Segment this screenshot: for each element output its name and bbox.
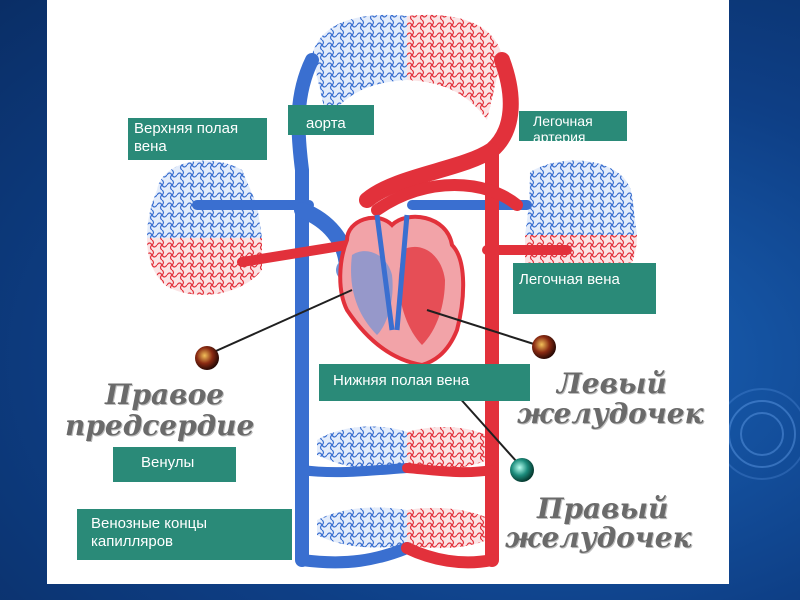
left-ventricle-pin bbox=[532, 335, 556, 359]
left-ventricle-label-2: желудочек bbox=[517, 400, 704, 428]
right-ventricle-line1: Правый bbox=[537, 492, 669, 525]
right-ventricle-pin bbox=[510, 458, 534, 482]
pointer-lines bbox=[206, 289, 538, 463]
circulation-diagram bbox=[147, 14, 637, 569]
left-lung-capillaries bbox=[147, 160, 262, 295]
right-atrium-line2: предсердие bbox=[65, 409, 255, 442]
right-atrium-label: Правое bbox=[105, 381, 224, 409]
pulmonary-vein-label: Легочная вена bbox=[513, 263, 656, 314]
right-ventricle-label-2: желудочек bbox=[505, 524, 692, 552]
pulmonary-artery-label: Легочная артерия bbox=[519, 111, 627, 141]
right-atrium-label-2: предсердие bbox=[65, 412, 254, 440]
aorta-label: аорта bbox=[288, 105, 374, 135]
left-ventricle-line1: Левый bbox=[557, 367, 667, 400]
venules-label: Венулы bbox=[113, 447, 236, 482]
superior-vena-cava-label: Верхняя полая вена bbox=[128, 118, 267, 160]
right-ventricle-label: Правый bbox=[537, 495, 668, 523]
left-ventricle-line2: желудочек bbox=[517, 397, 704, 430]
right-ventricle-line2: желудочек bbox=[505, 521, 692, 554]
venous-capillary-ends-label: Венозные концы капилляров bbox=[77, 509, 292, 560]
arterial-vessels bbox=[237, 52, 572, 569]
upper-capillary-bed bbox=[312, 14, 502, 121]
lower-capillary-bed-1 bbox=[317, 426, 492, 470]
inferior-vena-cava-label: Нижняя полая вена bbox=[319, 364, 530, 401]
lower-capillary-bed-2 bbox=[317, 507, 492, 549]
right-atrium-line1: Правое bbox=[105, 378, 225, 411]
left-ventricle-label: Левый bbox=[557, 370, 667, 398]
right-atrium-pin bbox=[195, 346, 219, 370]
heart bbox=[338, 214, 466, 368]
